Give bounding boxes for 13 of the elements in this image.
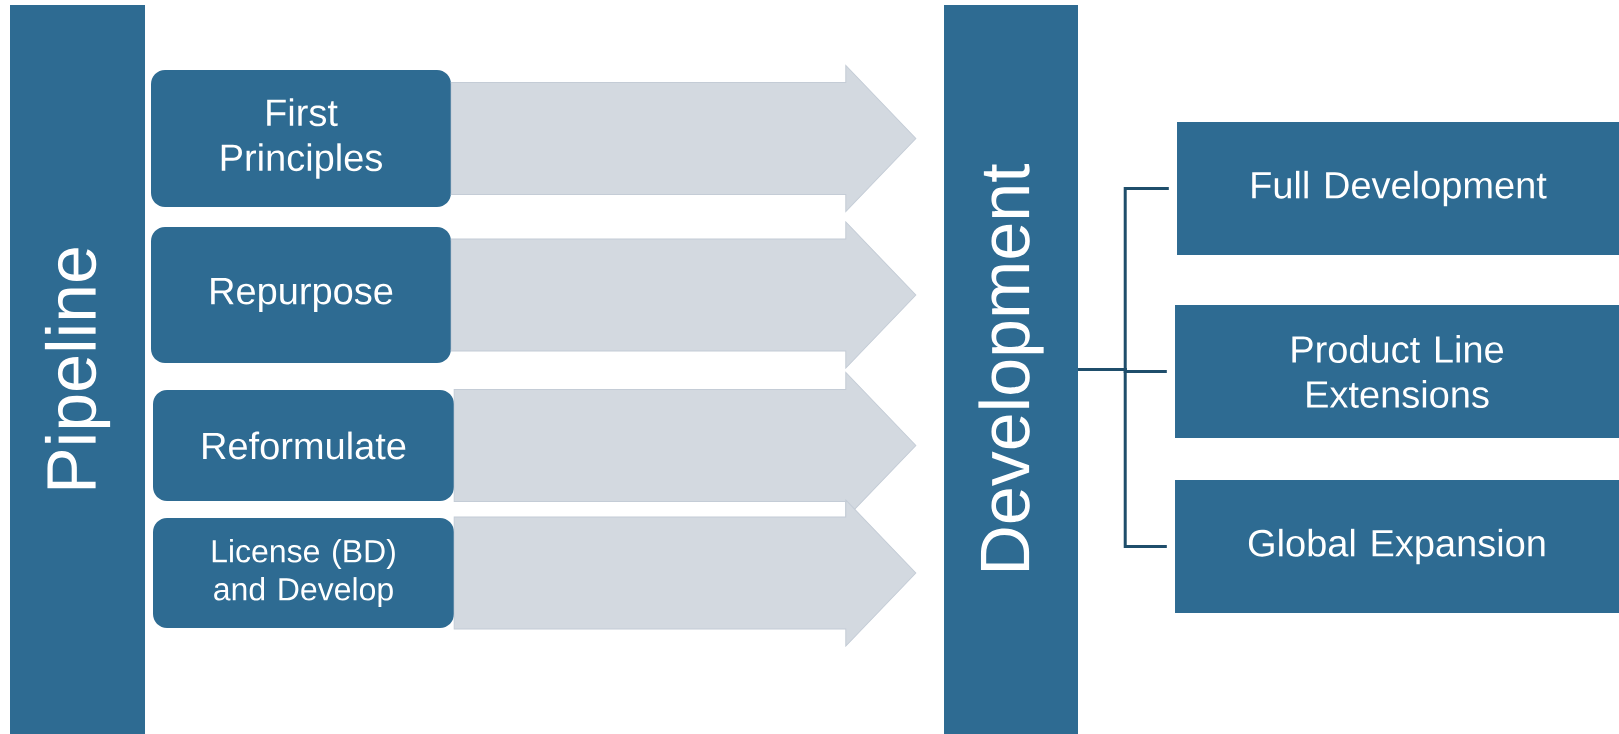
stage-bar: Development [944,5,1078,734]
source-box: Repurpose [151,227,451,363]
bracket-line [1078,368,1167,548]
stage-bar: Pipeline [10,5,145,734]
block-arrow [450,65,917,212]
outcome-box: Product Line Extensions [1175,305,1619,438]
block-arrow [453,499,917,647]
source-box: License (BD) and Develop [153,518,454,628]
outcome-box: Global Expansion [1175,480,1619,613]
source-box: First Principles [151,70,451,207]
source-box: Reformulate [153,390,454,501]
outcome-box: Full Development [1177,122,1619,255]
block-arrow [450,221,917,369]
